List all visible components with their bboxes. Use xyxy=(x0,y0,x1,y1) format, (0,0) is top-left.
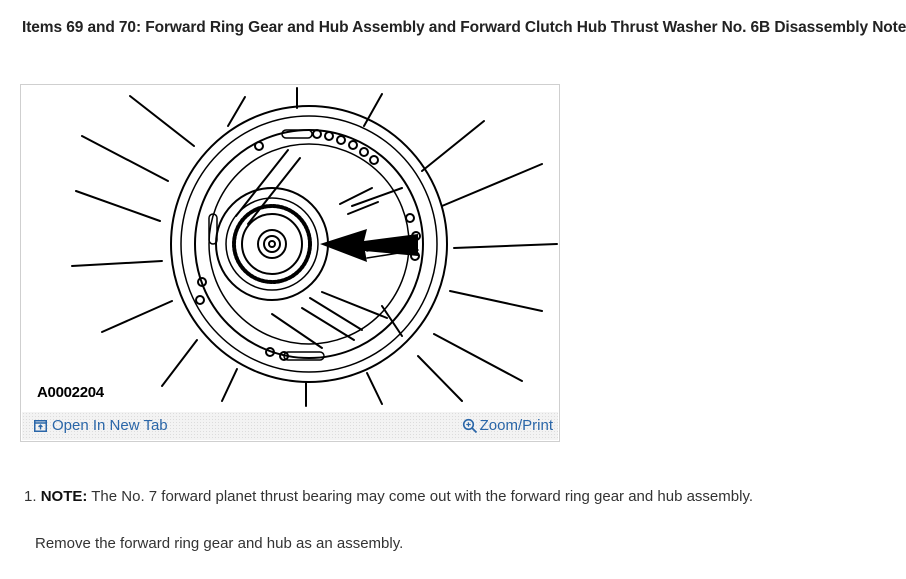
zoom-print-link[interactable]: Zoom/Print xyxy=(462,417,553,434)
step-item: 1. NOTE: The No. 7 forward planet thrust… xyxy=(24,488,884,505)
step-instruction: Remove the forward ring gear and hub as … xyxy=(35,535,404,552)
figure-id-label: A0002204 xyxy=(37,384,104,401)
indicator-arrow xyxy=(320,229,418,262)
step-number: 1. xyxy=(24,488,37,505)
open-in-new-tab-label: Open In New Tab xyxy=(52,417,168,434)
transmission-diagram: A0002204 xyxy=(22,86,558,410)
open-in-new-tab-link[interactable]: Open In New Tab xyxy=(34,417,168,434)
open-new-tab-icon xyxy=(34,419,47,432)
note-label: NOTE: xyxy=(40,488,88,505)
zoom-print-label: Zoom/Print xyxy=(479,417,553,434)
page-heading: Items 69 and 70: Forward Ring Gear and H… xyxy=(22,19,906,36)
note-text: The No. 7 forward planet thrust bearing … xyxy=(91,488,753,505)
figure-container: A0002204 Open In New Tab Z xyxy=(20,84,560,442)
procedure-steps: 1. NOTE: The No. 7 forward planet thrust… xyxy=(24,488,884,552)
magnifier-icon xyxy=(462,418,478,434)
figure-toolbar: Open In New Tab Zoom/Print xyxy=(22,412,558,440)
